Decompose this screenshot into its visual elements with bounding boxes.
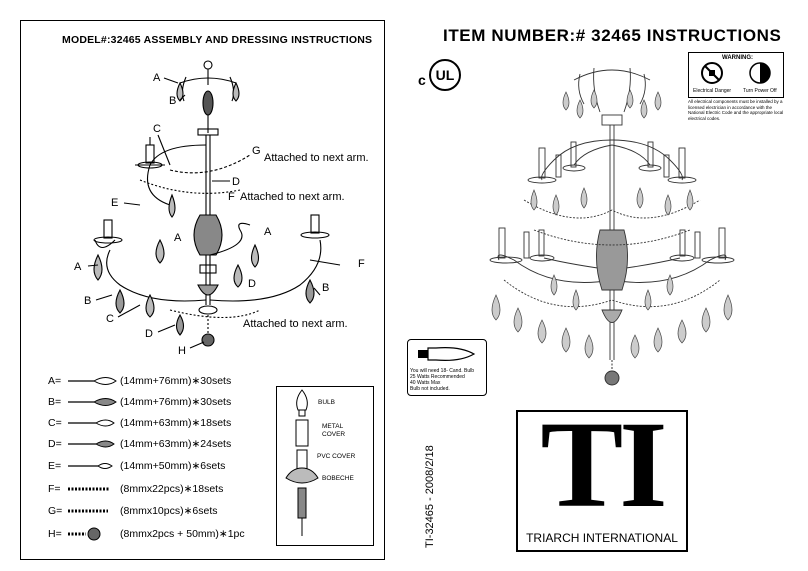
ul-certification-mark: c UL xyxy=(418,56,468,96)
chandelier-illustration xyxy=(489,67,735,386)
label-a-top: A xyxy=(153,72,161,84)
note-bottom-attached: Attached to next arm. xyxy=(243,318,348,330)
assembly-diagram: A B C E A A A B C D H D B D F xyxy=(74,60,365,357)
warning-title: WARNING: xyxy=(722,55,753,61)
drop-e-icon xyxy=(68,463,113,469)
ul-logo-icon: UL xyxy=(429,59,461,91)
label-d-lower: D xyxy=(145,328,153,340)
legend-row-e: E= (14mm+50mm)∗6sets xyxy=(48,460,226,472)
note-f-attached: Attached to next arm. xyxy=(240,191,345,203)
ball-drop-h-icon xyxy=(68,527,101,541)
warning-box xyxy=(688,52,784,98)
electrical-danger-icon xyxy=(701,62,723,84)
drop-c-icon xyxy=(68,419,115,427)
right-panel-title: ITEM NUMBER:# 32465 INSTRUCTIONS xyxy=(443,26,782,45)
legend-row-b: B= (14mm+76mm)∗30sets xyxy=(48,396,232,408)
bulb-note-box xyxy=(407,339,487,396)
note-g-attached: Attached to next arm. xyxy=(264,152,369,164)
bulb-note-line-1: You will need 18- Cand. Bulb xyxy=(410,368,475,374)
candelabra-bulb-icon xyxy=(418,347,476,361)
warning-text: All electrical components must be instal… xyxy=(688,99,784,121)
legend-row-h: H= (8mmx2pcs + 50mm)∗1pc xyxy=(48,527,245,541)
label-c-lower: C xyxy=(106,313,114,325)
label-b-top: B xyxy=(169,95,176,107)
part-bulb-label: BULB xyxy=(318,399,335,406)
drop-b-icon xyxy=(68,398,117,406)
legend-row-c: C= (14mm+63mm)∗18sets xyxy=(48,417,232,429)
company-name: TRIARCH INTERNATIONAL xyxy=(526,531,678,545)
legend-row-d: D= (14mm+63mm)∗24sets xyxy=(48,438,232,450)
warning-left-label: Electrical Danger xyxy=(693,88,732,94)
label-b-left: B xyxy=(84,295,91,307)
label-d-upper: D xyxy=(232,176,240,188)
label-a-right: A xyxy=(264,226,272,238)
bulb-note-line-2: 25 Watts Recommended xyxy=(410,374,465,380)
label-b-right: B xyxy=(322,282,329,294)
legend-row-g: G= (8mmx10pcs)∗6sets xyxy=(48,505,218,517)
label-h: H xyxy=(178,345,186,357)
legend-row-a: A= (14mm+76mm)∗30sets xyxy=(48,375,232,387)
bulb-note-line-3: 40 Watts Max xyxy=(410,380,441,386)
drop-d-icon xyxy=(68,440,115,448)
label-e: E xyxy=(111,197,118,209)
label-c-upper: C xyxy=(153,123,161,135)
left-panel-frame xyxy=(20,20,385,560)
drop-a-icon xyxy=(68,377,117,385)
warning-right-label: Turn Power Off xyxy=(743,88,777,94)
company-logo-box xyxy=(516,410,688,552)
candle-parts-diagram xyxy=(285,389,319,536)
label-a-left: A xyxy=(74,261,82,273)
label-f: F xyxy=(228,191,235,203)
bulb-note-line-4: Bulb not included. xyxy=(410,386,450,392)
bead-chain-g-icon xyxy=(68,509,108,513)
document-id: TI-32465 - 2008/2/18 xyxy=(424,445,436,548)
label-g: G xyxy=(252,145,261,157)
ul-c-letter: c xyxy=(418,72,426,88)
label-a-mid: A xyxy=(174,232,182,244)
left-panel-title: MODEL#:32465 ASSEMBLY AND DRESSING INSTR… xyxy=(62,34,373,46)
label-d-mid: D xyxy=(248,278,256,290)
part-metal-cover-label-1: METAL xyxy=(322,423,344,430)
part-metal-cover-label-2: COVER xyxy=(322,431,346,438)
power-off-icon xyxy=(749,62,771,84)
candle-parts-box xyxy=(276,386,374,546)
bead-chain-f-icon xyxy=(68,487,110,491)
part-pvc-cover-label: PVC COVER xyxy=(317,453,356,460)
part-bobeche-label: BOBECHE xyxy=(322,475,354,482)
legend-row-f: F= (8mmx22pcs)∗18sets xyxy=(48,483,224,495)
company-logo-letters: TI xyxy=(540,396,668,533)
label-f-right: F xyxy=(358,258,365,270)
